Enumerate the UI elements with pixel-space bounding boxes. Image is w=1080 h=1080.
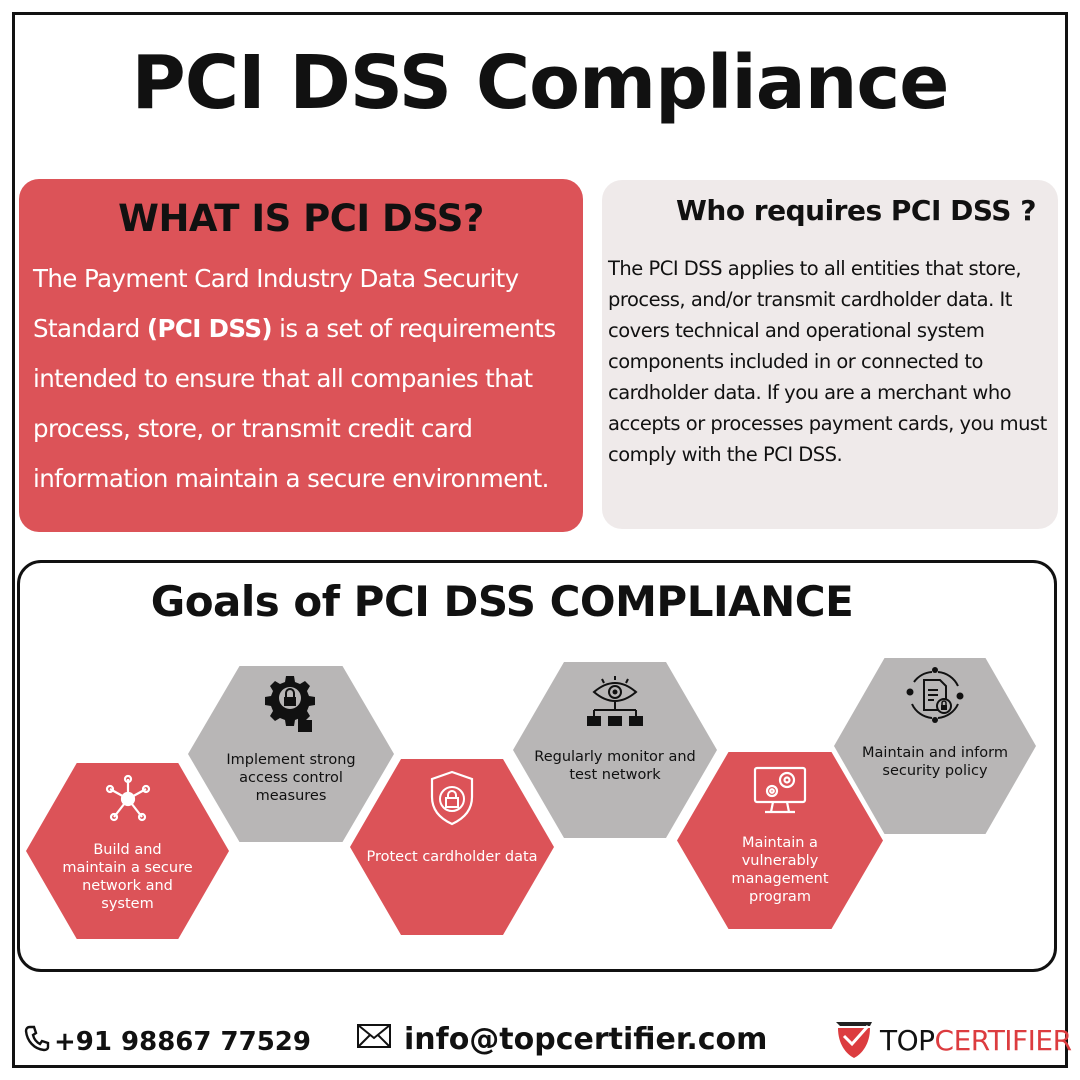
access-control-icon — [264, 672, 318, 736]
goals-section: Goals of PCI DSS COMPLIANCE — [17, 560, 1057, 972]
goal-label-access: Implement strong access control measures — [226, 752, 356, 804]
phone-number[interactable]: +91 98867 77529 — [54, 1026, 311, 1057]
goal-label-protect: Protect cardholder data — [366, 849, 538, 865]
what-is-text-bold: (PCI DSS) — [146, 314, 273, 343]
goal-hex-policy: Maintain and inform security policy — [834, 658, 1036, 834]
mail-icon — [356, 1022, 392, 1057]
logo-wordmark: TOPCERTIFIER — [880, 1024, 1072, 1057]
shield-lock-icon — [427, 769, 477, 831]
what-is-card: WHAT IS PCI DSS? The Payment Card Indust… — [19, 179, 583, 532]
goal-label-monitor: Regularly monitor and test network — [534, 749, 696, 783]
goals-heading: Goals of PCI DSS COMPLIANCE — [150, 577, 854, 626]
page-title: PCI DSS Compliance — [131, 40, 950, 126]
footer-email[interactable]: info@topcertifier.com — [356, 1022, 767, 1057]
logo-wordmark-top: TOP — [880, 1023, 935, 1057]
footer-phone[interactable]: +91 98867 77529 — [24, 1024, 311, 1059]
topcertifier-logo: TOPCERTIFIER — [834, 1016, 1072, 1064]
logo-wordmark-certifier: CERTIFIER — [934, 1023, 1073, 1057]
email-address[interactable]: info@topcertifier.com — [404, 1022, 768, 1057]
what-is-text: The Payment Card Industry Data Security … — [33, 254, 569, 504]
computer-gears-icon — [751, 762, 809, 822]
phone-icon — [24, 1024, 50, 1059]
goal-label-policy: Maintain and inform security policy — [862, 745, 1008, 779]
who-requires-card: Who requires PCI DSS ? The PCI DSS appli… — [602, 180, 1058, 529]
goal-label-network: Build and maintain a secure network and … — [62, 842, 193, 912]
network-icon — [102, 773, 154, 829]
logo-shield-icon — [834, 1016, 874, 1064]
what-is-heading: WHAT IS PCI DSS? — [118, 197, 484, 240]
who-requires-heading: Who requires PCI DSS ? — [676, 194, 1036, 227]
what-is-text-part1: The Payment Card Industry Data Security … — [33, 264, 519, 343]
goal-label-vulnerability: Maintain a vulnerably management program — [731, 835, 829, 905]
who-requires-text: The PCI DSS applies to all entities that… — [608, 257, 1047, 466]
what-is-text-part2: is a set of requirements intended to ens… — [33, 314, 556, 493]
monitor-eye-icon — [584, 674, 646, 734]
policy-document-icon — [902, 664, 968, 730]
